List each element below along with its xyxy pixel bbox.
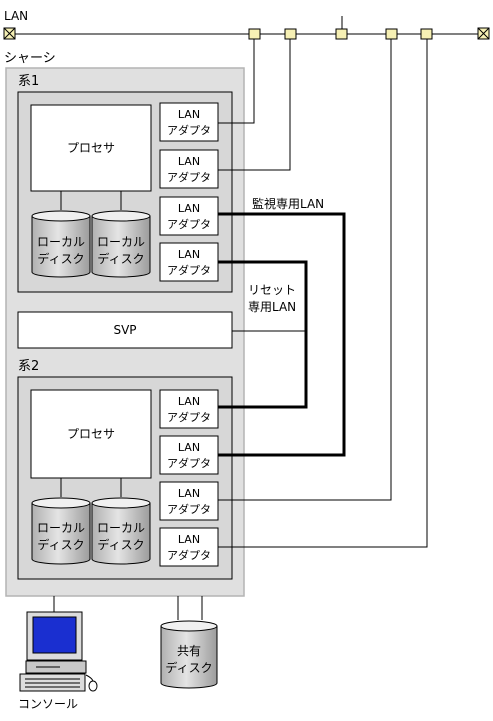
- svg-text:ローカル: ローカル: [37, 521, 85, 535]
- svg-text:ローカル: ローカル: [97, 521, 145, 535]
- svg-text:アダプタ: アダプタ: [167, 456, 211, 470]
- svg-text:アダプタ: アダプタ: [167, 170, 211, 184]
- svg-text:LAN: LAN: [178, 487, 200, 500]
- svg-text:アダプタ: アダプタ: [167, 263, 211, 277]
- svg-text:LAN: LAN: [178, 202, 200, 215]
- svg-text:LAN: LAN: [178, 108, 200, 121]
- svg-text:ディスク: ディスク: [37, 537, 84, 552]
- system1-lan-adapter-1: LAN アダプタ: [159, 102, 219, 142]
- console-computer-icon: [19, 611, 98, 692]
- svg-text:アダプタ: アダプタ: [167, 410, 211, 424]
- system2-processor: [30, 389, 152, 479]
- lan-label: LAN: [4, 9, 28, 23]
- svg-text:LAN: LAN: [178, 395, 200, 408]
- reset-lan-label-line2: 専用LAN: [248, 300, 296, 314]
- svg-text:LAN: LAN: [178, 441, 200, 454]
- console-label: コンソール: [18, 697, 78, 711]
- lan-tap-icon: [284, 28, 297, 40]
- svp-unit: SVP: [17, 311, 233, 349]
- svg-text:LAN: LAN: [178, 248, 200, 261]
- svg-text:LAN: LAN: [178, 155, 200, 168]
- monitor-lan-link: [218, 212, 346, 457]
- system2-lan-adapter-3: LAN アダプタ: [159, 481, 219, 521]
- lan-link-s2-a4: [218, 39, 428, 548]
- reset-lan-link: [218, 260, 308, 409]
- lan-link-s1-a1: [218, 39, 255, 124]
- chassis-label: シャーシ: [4, 51, 56, 66]
- system1-label: 系1: [18, 74, 39, 89]
- system2-local-disk-2: ローカル ディスク: [91, 497, 151, 565]
- svg-text:ディスク: ディスク: [37, 251, 84, 266]
- lan-tap-icon: [248, 28, 261, 40]
- system2-lan-adapter-2: LAN アダプタ: [159, 435, 219, 475]
- svg-text:ディスク: ディスク: [97, 251, 144, 266]
- system1-lan-adapter-4: LAN アダプタ: [159, 242, 219, 282]
- system1-lan-adapter-3: LAN アダプタ: [159, 196, 219, 236]
- system1-processor: [30, 104, 152, 192]
- svg-text:ローカル: ローカル: [37, 235, 85, 249]
- svg-text:ディスク: ディスク: [165, 660, 212, 675]
- system2-processor-label: プロセサ: [67, 427, 115, 441]
- monitor-lan-label: 監視専用LAN: [252, 196, 324, 211]
- system1-local-disk-1: ローカル ディスク: [31, 210, 91, 278]
- svg-text:ディスク: ディスク: [97, 537, 144, 552]
- system2-lan-adapter-4: LAN アダプタ: [159, 527, 219, 567]
- system1-lan-adapter-2: LAN アダプタ: [159, 149, 219, 189]
- lan-link-s2-a3: [218, 39, 392, 501]
- system2-lan-adapter-1: LAN アダプタ: [159, 389, 219, 429]
- lan-link-s1-a2: [218, 39, 291, 171]
- svg-text:LAN: LAN: [178, 533, 200, 546]
- system2-local-disk-1: ローカル ディスク: [31, 497, 91, 565]
- lan-bus: [3, 16, 490, 40]
- svg-text:SVP: SVP: [113, 323, 136, 337]
- system1-processor-label: プロセサ: [67, 141, 115, 155]
- lan-tap-icon: [385, 28, 398, 40]
- reset-lan-label-line1: リセット: [248, 283, 296, 297]
- svg-text:共有: 共有: [177, 644, 201, 658]
- svg-text:アダプタ: アダプタ: [167, 217, 211, 231]
- system1-local-disk-2: ローカル ディスク: [91, 210, 151, 278]
- lan-tap-icon: [420, 28, 433, 40]
- svg-text:アダプタ: アダプタ: [167, 548, 211, 562]
- shared-disk: 共有 ディスク: [160, 620, 218, 689]
- svg-text:アダプタ: アダプタ: [167, 123, 211, 137]
- system2-label: 系2: [18, 359, 39, 374]
- svg-text:ローカル: ローカル: [97, 235, 145, 249]
- svg-text:アダプタ: アダプタ: [167, 502, 211, 516]
- lan-tap-icon: [335, 28, 348, 40]
